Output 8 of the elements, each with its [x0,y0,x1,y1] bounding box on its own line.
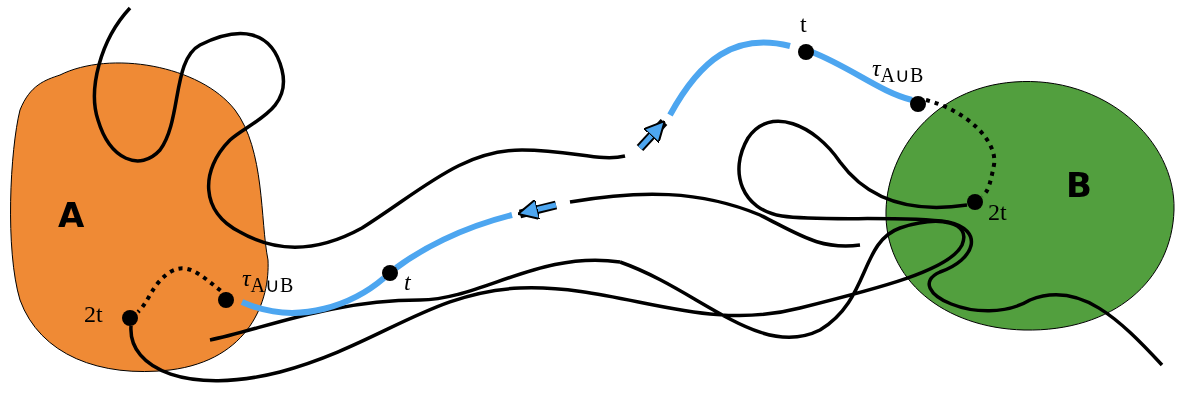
set-label: B [1066,165,1092,205]
time-label: τ$_{A∪B}$ [872,56,924,85]
trajectory-segment [240,275,386,316]
time-label: t [404,270,411,294]
set-label: A [58,195,85,235]
time-label: t [800,12,807,36]
time-label: 2t [988,200,1007,224]
time-label: 2t [84,302,103,326]
